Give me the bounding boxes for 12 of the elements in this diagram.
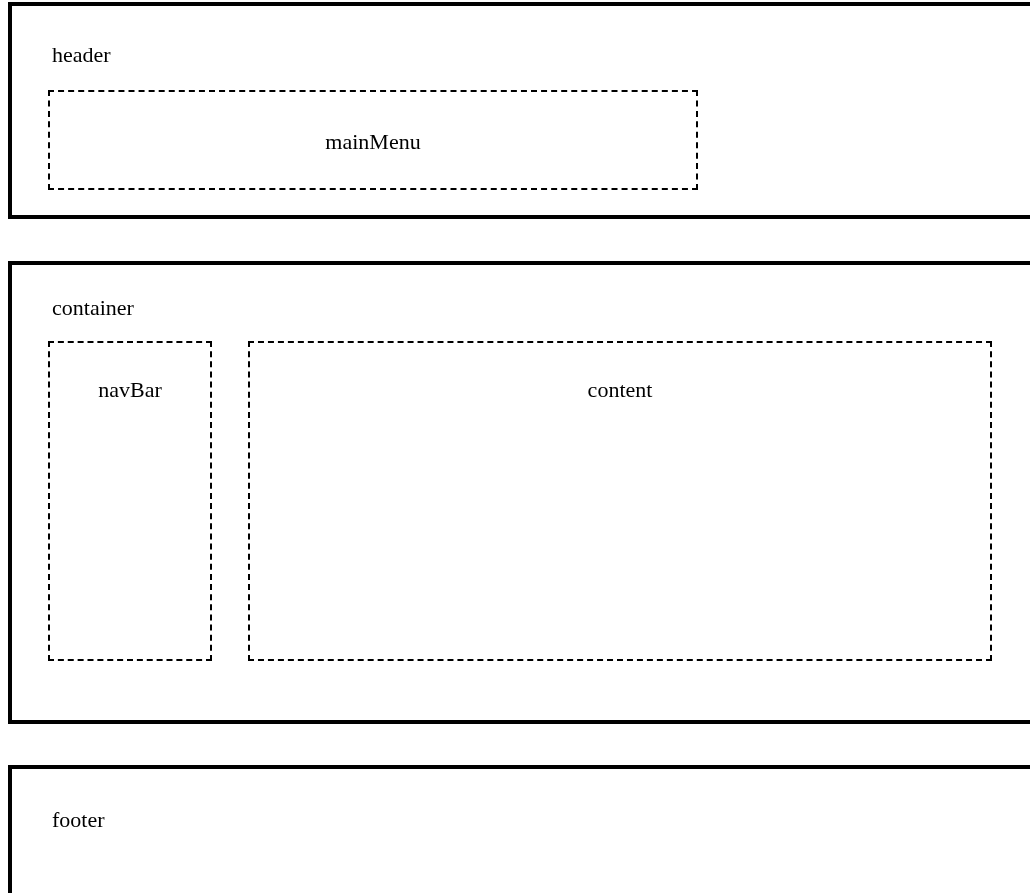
container-panel — [8, 261, 1030, 724]
panel-title: header — [52, 42, 111, 68]
sidebar-region — [48, 341, 212, 661]
panel-title: container — [52, 295, 134, 321]
menu-region — [48, 90, 698, 190]
header-panel — [8, 2, 1030, 219]
content-region — [248, 341, 992, 661]
panel-title: footer — [52, 807, 105, 833]
region-label: navBar — [98, 377, 162, 403]
footer-panel — [8, 765, 1030, 893]
region-label: content — [587, 377, 653, 403]
region-label: mainMenu — [325, 129, 421, 155]
